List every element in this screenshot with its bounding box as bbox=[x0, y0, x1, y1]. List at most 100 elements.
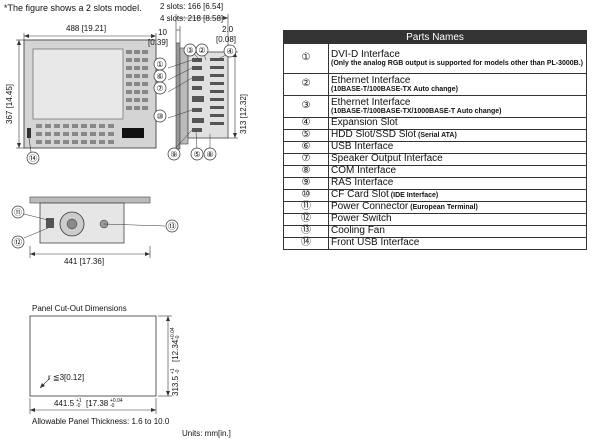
callout-6: ⑥ bbox=[156, 72, 163, 81]
cutout-width-in-tol-minus: -0 bbox=[110, 403, 115, 409]
cutout-width-tol-plus: +1 bbox=[76, 398, 82, 404]
part-name: Speaker Output Interface bbox=[328, 153, 587, 166]
table-row: ⑦ Speaker Output Interface bbox=[283, 153, 587, 166]
table-row: ⑧ COM Interface bbox=[283, 165, 587, 178]
part-number: ⑩ bbox=[283, 189, 329, 202]
part-note: (Only the analog RGB output is supported… bbox=[331, 60, 584, 68]
part-number: ⑫ bbox=[283, 213, 329, 226]
part-number: ⑭ bbox=[283, 237, 329, 250]
part-note: (10BASE-T/100BASE-TX/1000BASE-T Auto cha… bbox=[331, 108, 502, 116]
units-label: Units: mm[in.] bbox=[182, 429, 231, 438]
cutout-height-in-tol-plus: +0.04 bbox=[170, 327, 176, 340]
side-dim-10: 10 bbox=[158, 28, 167, 37]
table-row: ⑤ HDD Slot/SSD Slot(Serial ATA) bbox=[283, 129, 587, 142]
cutout-view bbox=[29, 315, 172, 414]
part-note: (Serial ATA) bbox=[418, 132, 457, 140]
callout-13: ⑬ bbox=[168, 222, 176, 231]
callout-11: ⑪ bbox=[14, 208, 22, 217]
part-number: ⑤ bbox=[283, 129, 329, 142]
cutout-width-in: [17.38 bbox=[86, 399, 109, 408]
dimension-labels: 488 [19.21] 367 [14.45] 2 slots: 166 [6.… bbox=[5, 2, 248, 266]
part-number: ③ bbox=[283, 95, 329, 118]
callout-labels: ① ② ③ ④ ⑤ ⑥ ⑦ ⑧ ⑨ ⑩ ⑪ ⑫ ⑬ ⑭ bbox=[14, 46, 234, 247]
side-dim-10-in: [0.39] bbox=[148, 38, 168, 47]
cutout-width-tol-minus: -0 bbox=[76, 403, 81, 409]
part-name: USB Interface bbox=[328, 141, 587, 154]
cutout-height: 313.5 bbox=[171, 375, 180, 396]
part-name: Power Switch bbox=[328, 213, 587, 226]
callout-1: ① bbox=[156, 60, 163, 69]
callout-12: ⑫ bbox=[14, 238, 22, 247]
cutout-height-in: [12.34 bbox=[171, 339, 180, 362]
table-row: ① DVI-D Interface(Only the analog RGB ou… bbox=[283, 43, 587, 74]
part-number: ⑬ bbox=[283, 225, 329, 238]
part-number: ① bbox=[283, 43, 329, 74]
table-row: ⑭ Front USB Interface bbox=[283, 237, 587, 250]
front-key-grid bbox=[36, 50, 148, 144]
part-name: COM Interface bbox=[328, 165, 587, 178]
part-number: ⑪ bbox=[283, 201, 329, 214]
front-view bbox=[16, 33, 157, 153]
side-height-dim: 313 [12.32] bbox=[239, 94, 248, 134]
cutout-height-in-tol-minus: -0 bbox=[175, 335, 181, 340]
table-row: ⑬ Cooling Fan bbox=[283, 225, 587, 238]
callout-9: ⑨ bbox=[170, 150, 177, 159]
panel-thickness: Allowable Panel Thickness: 1.6 to 10.0 bbox=[32, 417, 170, 426]
part-note: (European Terminal) bbox=[410, 204, 478, 212]
part-note: (IDE Interface) bbox=[390, 192, 439, 200]
cutout-width: 441.5 bbox=[54, 399, 75, 408]
part-note: (10BASE-T/100BASE-TX Auto change) bbox=[331, 86, 458, 94]
callout-2: ② bbox=[198, 46, 205, 55]
part-name: HDD Slot/SSD Slot bbox=[331, 129, 417, 141]
part-name: DVI-D Interface bbox=[331, 48, 400, 60]
cutout-height-tol-minus: -0 bbox=[175, 369, 181, 374]
callout-7: ⑦ bbox=[156, 84, 163, 93]
table-row: ② Ethernet Interface(10BASE-T/100BASE-TX… bbox=[283, 73, 587, 96]
part-number: ⑧ bbox=[283, 165, 329, 178]
side-dim-2-in: [0.08] bbox=[216, 35, 236, 44]
parts-table-header: Parts Names bbox=[283, 30, 587, 44]
part-number: ④ bbox=[283, 117, 329, 130]
table-row: ⑨ RAS Interface bbox=[283, 177, 587, 190]
callout-3: ③ bbox=[186, 46, 193, 55]
side-4slot-dim: 4 slots: 218 [8.58] bbox=[160, 14, 223, 23]
parts-names-table: Parts Names ① DVI-D Interface(Only the a… bbox=[283, 30, 587, 250]
part-name: RAS Interface bbox=[328, 177, 587, 190]
part-name: Expansion Slot bbox=[328, 117, 587, 130]
part-name: Power Connector bbox=[331, 201, 409, 213]
cutout-labels: Panel Cut-Out Dimensions r ≦3[0.12] 441.… bbox=[32, 304, 231, 438]
bottom-width-dim: 441 [17.36] bbox=[64, 257, 104, 266]
side-view bbox=[167, 14, 238, 153]
cutout-title: Panel Cut-Out Dimensions bbox=[32, 304, 127, 313]
part-number: ⑦ bbox=[283, 153, 329, 166]
cutout-radius: r ≦3[0.12] bbox=[48, 373, 84, 382]
figure-note: *The figure shows a 2 slots model. bbox=[4, 3, 142, 13]
part-name: Ethernet Interface bbox=[331, 74, 411, 86]
part-number: ② bbox=[283, 73, 329, 96]
cutout-height-tol-plus: +1 bbox=[170, 368, 176, 374]
side-dim-2: 2.0 bbox=[222, 25, 234, 34]
callout-circles bbox=[11, 43, 237, 249]
table-row: ⑪ Power Connector(European Terminal) bbox=[283, 201, 587, 214]
callout-4: ④ bbox=[226, 47, 233, 56]
callout-8: ⑧ bbox=[206, 150, 213, 159]
front-height-dim: 367 [14.45] bbox=[5, 84, 14, 124]
callout-10: ⑩ bbox=[156, 112, 163, 121]
part-name: Ethernet Interface bbox=[331, 96, 411, 108]
part-name: Front USB Interface bbox=[328, 237, 587, 250]
cutout-height-group: 313.5 +1 -0 [12.34 +0.04 -0 bbox=[170, 327, 181, 396]
table-row: ④ Expansion Slot bbox=[283, 117, 587, 130]
callout-14: ⑭ bbox=[29, 154, 37, 163]
side-2slot-dim: 2 slots: 166 [6.54] bbox=[160, 2, 223, 11]
cutout-width-in-tol-plus: +0.04 bbox=[110, 398, 123, 404]
table-row: ⑫ Power Switch bbox=[283, 213, 587, 226]
table-row: ③ Ethernet Interface(10BASE-T/100BASE-TX… bbox=[283, 95, 587, 118]
part-number: ⑨ bbox=[283, 177, 329, 190]
part-number: ⑥ bbox=[283, 141, 329, 154]
table-row: ⑥ USB Interface bbox=[283, 141, 587, 154]
callout-5: ⑤ bbox=[193, 150, 200, 159]
bottom-view bbox=[23, 196, 166, 258]
part-name: Cooling Fan bbox=[328, 225, 587, 238]
table-row: ⑩ CF Card Slot(IDE Interface) bbox=[283, 189, 587, 202]
